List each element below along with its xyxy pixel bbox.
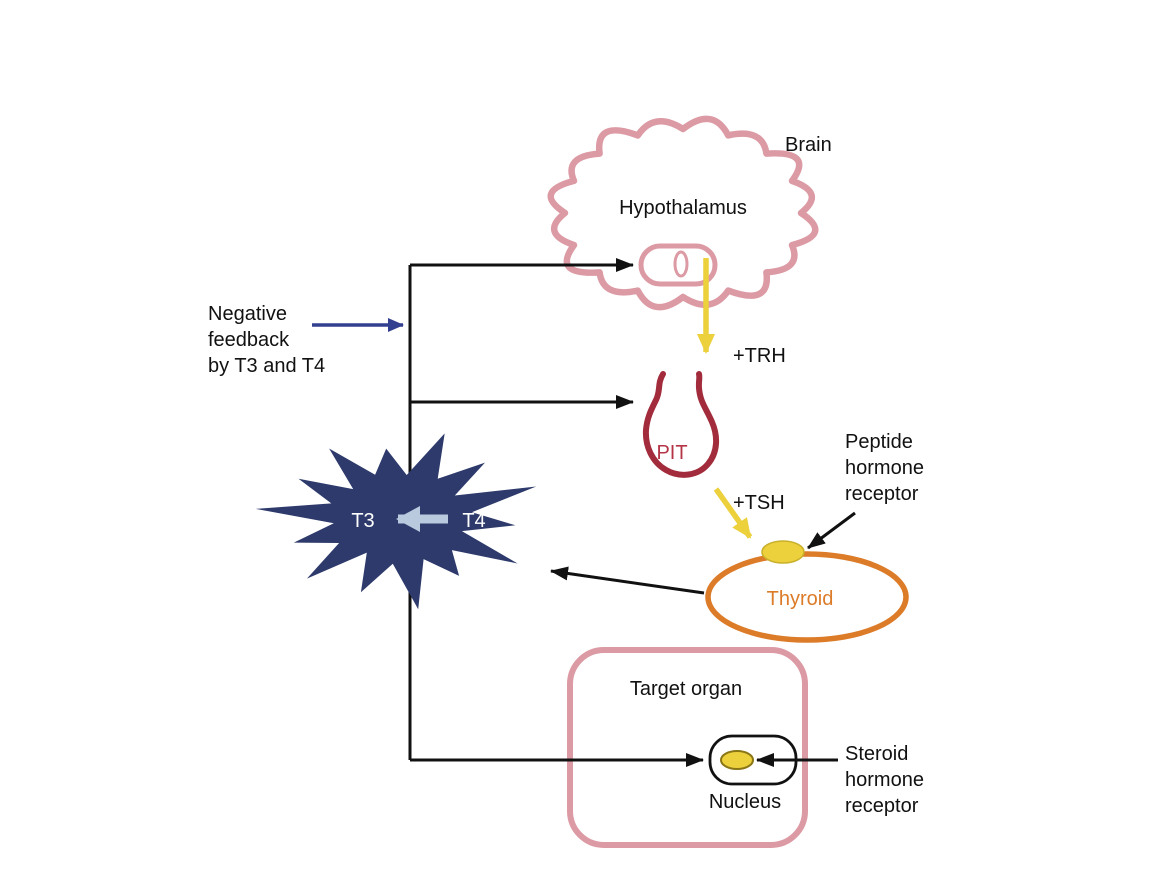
thyroid-label: Thyroid (767, 588, 834, 610)
t3t4-starburst (255, 433, 537, 610)
trh-label: +TRH (733, 345, 786, 367)
negative-feedback-label-line2: feedback (208, 329, 290, 351)
peptide-hormone-receptor-shape (761, 540, 805, 564)
brain-label: Brain (785, 134, 832, 156)
pituitary-outline (642, 371, 720, 478)
steroid-receptor-label-line3: receptor (845, 795, 919, 817)
steroid-receptor-label-line2: hormone (845, 769, 924, 791)
hypothalamus-label: Hypothalamus (619, 197, 747, 219)
tsh-arrow (713, 487, 753, 539)
peptide-receptor-arrow (807, 511, 856, 550)
t3-label: T3 (351, 510, 374, 532)
peptide-receptor-label-line1: Peptide (845, 431, 913, 453)
t4-label: T4 (462, 510, 485, 532)
peptide-receptor-label-line3: receptor (845, 483, 919, 505)
thyroid-outline (705, 551, 909, 643)
pit-label: PIT (656, 442, 687, 464)
thyroid-to-t3t4-arrow (550, 566, 705, 595)
negative-feedback-label-line3: by T3 and T4 (208, 355, 325, 377)
capsule-loop (673, 250, 689, 278)
negative-feedback-label-line1: Negative (208, 303, 287, 325)
steroid-receptor-label-line1: Steroid (845, 743, 908, 765)
target-organ-box (567, 647, 808, 848)
peptide-receptor-label-line2: hormone (845, 457, 924, 479)
tsh-label: +TSH (733, 492, 785, 514)
steroid-hormone-receptor-shape (720, 750, 754, 770)
nucleus-label: Nucleus (709, 791, 781, 813)
target-organ-label: Target organ (630, 678, 742, 700)
hypothalamus-capsule (638, 243, 718, 287)
